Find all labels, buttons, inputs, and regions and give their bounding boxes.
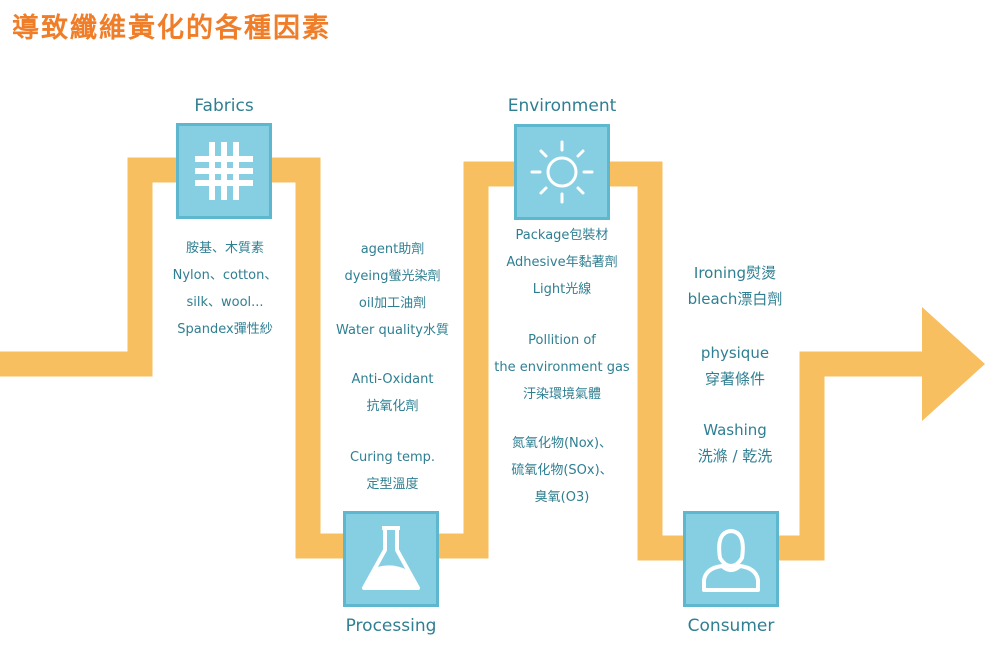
- flask-icon: [362, 526, 420, 590]
- fabrics-box: [176, 123, 272, 219]
- factor-item: physique: [700, 344, 770, 362]
- factor-item: 汙染環境氣體: [522, 387, 601, 402]
- environment-factor-group: 氮氧化物(Nox)、 硫氧化物(SOx)、 臭氧(O3): [487, 430, 637, 511]
- factor-item: Adhesive年黏著劑: [506, 255, 618, 270]
- environment-factor-group: Package包裝材 Adhesive年黏著劑 Light光線: [487, 222, 637, 303]
- factor-item: 洗滌 / 乾洗: [697, 447, 773, 465]
- factor-item: Nylon、cotton、: [172, 268, 278, 283]
- person-icon: [702, 529, 760, 592]
- factor-item: Water quality水質: [335, 323, 450, 338]
- factor-item: 臭氧(O3): [534, 490, 590, 505]
- factor-item: 定型溫度: [366, 477, 419, 492]
- factor-item: 胺基、木質素: [185, 241, 264, 256]
- factor-item: Ironing熨燙: [693, 264, 777, 282]
- factor-item: Anti-Oxidant: [351, 372, 434, 387]
- consumer-factor-group: Ironing熨燙 bleach漂白劑: [660, 260, 810, 312]
- factor-item: 抗氧化劑: [366, 399, 419, 414]
- environment-factor-group: Pollition of the environment gas 汙染環境氣體: [487, 327, 637, 408]
- stage-label-consumer: Consumer: [687, 616, 775, 636]
- factor-item: Curing temp.: [349, 450, 436, 465]
- factor-item: 硫氧化物(SOx)、: [511, 463, 613, 478]
- factor-item: silk、wool...: [186, 295, 264, 310]
- fabrics-factor-list: 胺基、木質素 Nylon、cotton、 silk、wool... Spande…: [150, 235, 300, 343]
- stage-label-fabrics: Fabrics: [194, 96, 254, 116]
- flow-arrowhead: [922, 307, 985, 421]
- grid-icon: [195, 142, 253, 200]
- consumer-factor-group: physique 穿著條件: [660, 340, 810, 392]
- factor-item: Washing: [703, 421, 767, 439]
- factor-item: dyeing螢光染劑: [344, 269, 441, 284]
- stage-label-processing: Processing: [345, 616, 437, 636]
- page-title: 導致纖維黃化的各種因素: [12, 13, 331, 44]
- factor-item: bleach漂白劑: [687, 290, 783, 308]
- flow-line: [0, 157, 935, 561]
- factor-item: 氮氧化物(Nox)、: [511, 436, 613, 451]
- factor-item: 穿著條件: [704, 370, 765, 388]
- consumer-factor-group: Washing 洗滌 / 乾洗: [660, 417, 810, 469]
- sun-icon: [530, 140, 594, 204]
- processing-box: [343, 511, 439, 607]
- factor-item: the environment gas: [494, 360, 630, 375]
- processing-factor-group: agent助劑 dyeing螢光染劑 oil加工油劑 Water quality…: [320, 236, 465, 344]
- processing-factor-group: Anti-Oxidant 抗氧化劑: [320, 366, 465, 420]
- factor-item: Pollition of: [528, 333, 596, 348]
- factor-item: Spandex彈性紗: [177, 322, 273, 337]
- consumer-box: [683, 511, 779, 607]
- factor-item: oil加工油劑: [358, 296, 427, 311]
- processing-factor-group: Curing temp. 定型溫度: [320, 444, 465, 498]
- factor-item: Light光線: [532, 282, 592, 297]
- stage-label-environment: Environment: [507, 96, 617, 116]
- environment-box: [514, 124, 610, 220]
- factor-item: Package包裝材: [515, 228, 609, 243]
- factor-item: agent助劑: [360, 242, 425, 257]
